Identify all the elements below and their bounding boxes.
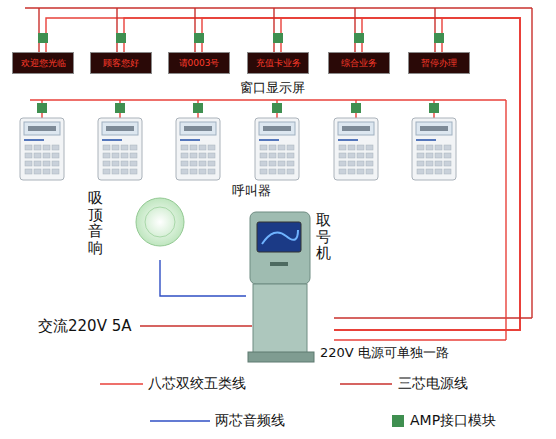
caption-label: 220V 电源可单独一路 bbox=[320, 345, 449, 361]
caption-label: 窗口显示屏 bbox=[240, 80, 305, 96]
amp-module bbox=[434, 33, 444, 43]
legend-text: 三芯电源线 bbox=[398, 375, 468, 392]
window-display-screen: 暂停办理 bbox=[408, 52, 470, 74]
legend-text: 两芯音频线 bbox=[215, 412, 285, 429]
network-cable bbox=[46, 18, 520, 330]
caller-device bbox=[334, 118, 378, 180]
caller-bus bbox=[334, 339, 506, 340]
caller-bus bbox=[505, 100, 506, 340]
legend-text: AMP接口模块 bbox=[410, 412, 496, 429]
power-drop bbox=[434, 8, 435, 36]
screen-text: 请0003号 bbox=[179, 57, 220, 70]
amp-module bbox=[116, 33, 126, 43]
amp-module bbox=[354, 33, 364, 43]
window-display-screen: 欢迎您光临 bbox=[12, 52, 74, 74]
ceiling-speaker: 吸顶音响 bbox=[85, 188, 190, 260]
power-bus bbox=[334, 317, 532, 318]
ac-power-line bbox=[140, 325, 252, 326]
caller-device bbox=[176, 118, 220, 180]
network-cable bbox=[281, 18, 520, 330]
legend-line-sample bbox=[100, 383, 143, 385]
legend-line-sample bbox=[340, 383, 392, 385]
kiosk-illustration bbox=[246, 210, 316, 364]
window-display-screen: 充值卡业务 bbox=[247, 52, 309, 74]
speaker-label: 吸顶音响 bbox=[88, 190, 103, 256]
power-drop bbox=[38, 8, 39, 36]
network-cable bbox=[202, 18, 520, 330]
window-display-screen: 综合业务 bbox=[328, 52, 390, 74]
amp-module bbox=[273, 33, 283, 43]
amp-module bbox=[37, 103, 47, 113]
power-drop bbox=[194, 8, 195, 36]
power-bus bbox=[531, 8, 532, 318]
network-cable bbox=[334, 18, 520, 330]
legend-swatch bbox=[392, 415, 404, 427]
power-bus bbox=[25, 7, 532, 8]
power-drop bbox=[354, 8, 355, 36]
screen-text: 充值卡业务 bbox=[256, 57, 301, 70]
caller-device bbox=[255, 118, 299, 180]
screen-text: 暂停办理 bbox=[421, 57, 457, 70]
power-drop bbox=[273, 8, 274, 36]
network-cable bbox=[334, 18, 520, 330]
power-drop bbox=[116, 8, 117, 36]
caption-label: 呼叫器 bbox=[232, 183, 271, 199]
screen-text: 欢迎您光临 bbox=[21, 57, 66, 70]
screen-text: 顾客您好 bbox=[103, 57, 139, 70]
legend-line-sample bbox=[150, 420, 210, 422]
amp-module bbox=[193, 103, 203, 113]
window-display-screen: 顾客您好 bbox=[90, 52, 152, 74]
amp-module bbox=[429, 103, 439, 113]
amp-module bbox=[272, 103, 282, 113]
amp-module bbox=[194, 33, 204, 43]
caller-device bbox=[412, 118, 456, 180]
window-display-screen: 请0003号 bbox=[168, 52, 230, 74]
amp-module bbox=[351, 103, 361, 113]
amp-module bbox=[115, 103, 125, 113]
network-cable bbox=[124, 18, 520, 330]
caption-label: 交流220V 5A bbox=[38, 317, 131, 335]
audio-cable bbox=[160, 260, 246, 296]
caller-device bbox=[20, 118, 64, 180]
legend-text: 八芯双绞五类线 bbox=[148, 375, 246, 392]
caller-device bbox=[98, 118, 142, 180]
screen-text: 综合业务 bbox=[341, 57, 377, 70]
amp-module bbox=[38, 33, 48, 43]
kiosk-label: 取号机 bbox=[316, 212, 331, 262]
ticket-kiosk: 取号机 bbox=[246, 210, 334, 364]
